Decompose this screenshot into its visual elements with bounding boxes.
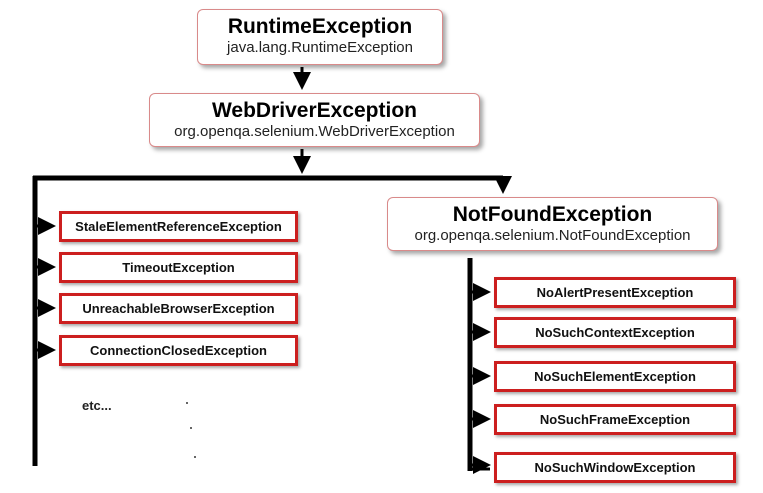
runtime-exception-title: RuntimeException	[227, 15, 413, 38]
runtime-exception-subtitle: java.lang.RuntimeException	[227, 39, 413, 56]
left-child-box: TimeoutException	[59, 252, 298, 283]
webdriver-exception-title: WebDriverException	[211, 99, 417, 122]
webdriver-exception-subtitle: org.openqa.selenium.WebDriverException	[174, 123, 455, 140]
right-child-box: NoAlertPresentException	[494, 277, 736, 308]
etc-label: etc...	[82, 398, 112, 413]
right-child-box: NoSuchWindowException	[494, 452, 736, 483]
right-child-label: NoAlertPresentException	[536, 285, 694, 300]
right-child-label: NoSuchElementException	[534, 369, 696, 384]
stray-dot	[186, 402, 188, 404]
left-child-label: UnreachableBrowserException	[82, 301, 275, 316]
stray-dot	[194, 456, 196, 458]
right-child-label: NoSuchContextException	[535, 325, 695, 340]
left-child-box: UnreachableBrowserException	[59, 293, 298, 324]
right-child-label: NoSuchFrameException	[539, 412, 691, 427]
stray-dot	[190, 427, 192, 429]
left-child-box: ConnectionClosedException	[59, 335, 298, 366]
right-child-label: NoSuchWindowException	[534, 460, 696, 475]
notfound-exception-box: NotFoundException org.openqa.selenium.No…	[387, 197, 718, 251]
right-child-box: NoSuchContextException	[494, 317, 736, 348]
right-child-box: NoSuchFrameException	[494, 404, 736, 435]
webdriver-exception-box: WebDriverException org.openqa.selenium.W…	[149, 93, 480, 147]
right-child-box: NoSuchElementException	[494, 361, 736, 392]
notfound-exception-subtitle: org.openqa.selenium.NotFoundException	[414, 227, 691, 244]
left-child-box: StaleElementReferenceException	[59, 211, 298, 242]
left-child-label: ConnectionClosedException	[90, 343, 267, 358]
left-child-label: StaleElementReferenceException	[75, 219, 282, 234]
runtime-exception-box: RuntimeException java.lang.RuntimeExcept…	[197, 9, 443, 65]
notfound-exception-title: NotFoundException	[452, 203, 653, 226]
left-child-label: TimeoutException	[122, 260, 235, 275]
